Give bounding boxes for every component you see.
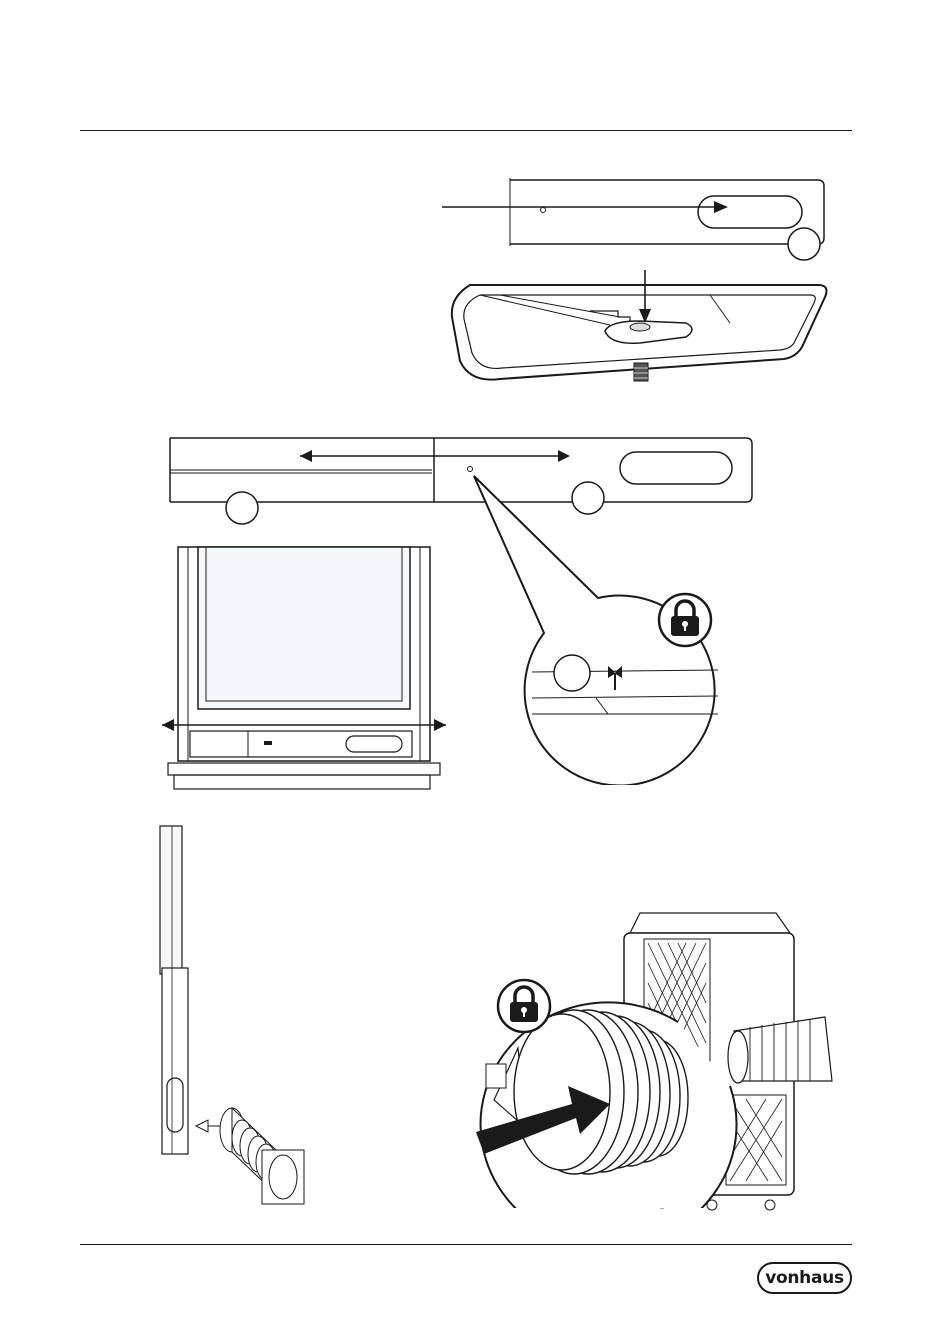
hose-lock-figure [448,968,738,1208]
brand-logo: vonhaus [757,1262,852,1294]
bracket-figure [440,265,830,385]
window-figure [160,545,450,795]
vertical-kit-figure [150,820,330,1220]
lock-detail-figure [460,470,730,785]
slider-panel-figure [430,168,830,263]
header-rule [80,130,852,131]
footer-rule [80,1244,852,1245]
